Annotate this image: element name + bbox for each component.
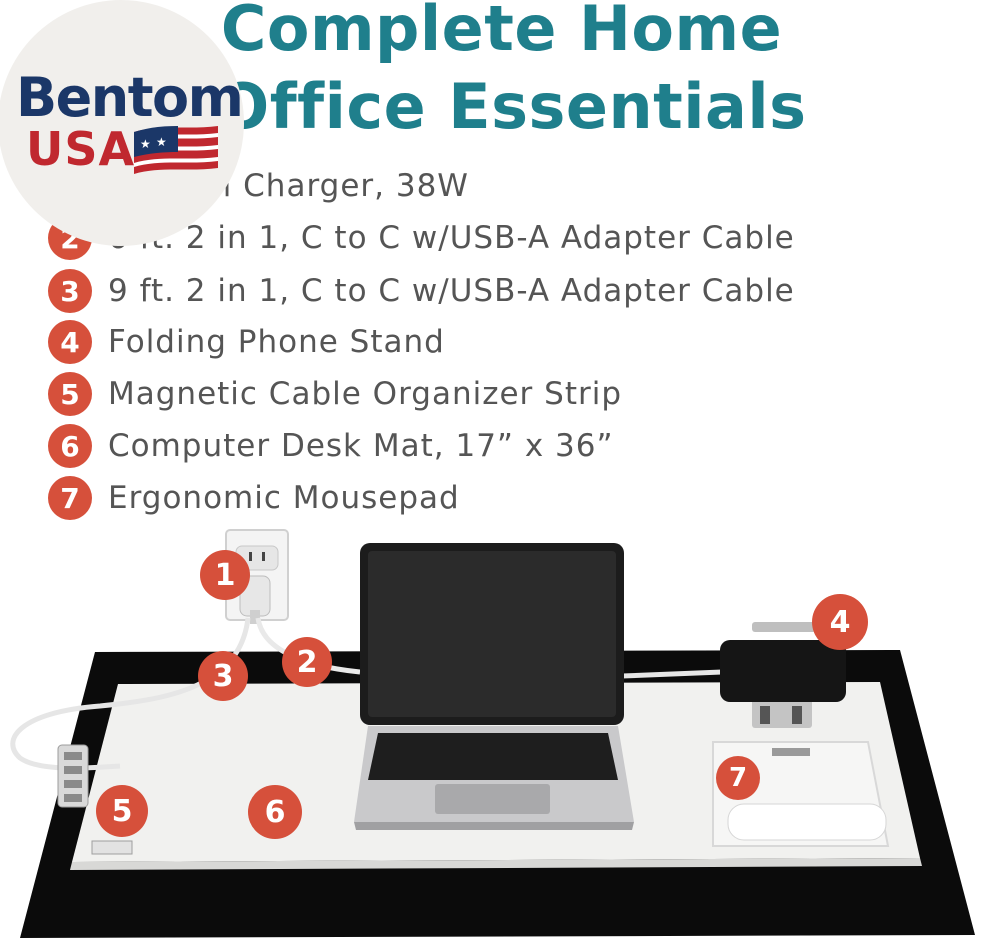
brand-country: USA	[26, 122, 136, 176]
list-item: 6 Computer Desk Mat, 17” x 36”	[48, 420, 868, 472]
wall-charger	[239, 575, 271, 624]
flag-icon: ★ ★	[134, 126, 218, 174]
list-item: 5 Magnetic Cable Organizer Strip	[48, 368, 868, 420]
laptop	[354, 543, 634, 830]
callout-badge-5: 5	[96, 785, 148, 837]
callout-badge-6: 6	[248, 785, 302, 839]
item-number-badge: 5	[48, 372, 92, 416]
list-item: 4 Folding Phone Stand	[48, 316, 868, 368]
callout-badge-2: 2	[282, 637, 332, 687]
item-label: Folding Phone Stand	[108, 324, 445, 360]
item-label: 6 ft. 2 in 1, C to C w/USB-A Adapter Cab…	[108, 220, 795, 256]
callout-badge-4: 4	[812, 594, 868, 650]
cable-phone	[621, 669, 723, 679]
desk-mat-tag	[91, 840, 133, 855]
brand-logo-badge: Bentom USA ★ ★	[0, 0, 244, 246]
brand-name: Bentom	[16, 66, 244, 129]
phone	[720, 640, 846, 702]
callout-badge-1: 1	[200, 550, 250, 600]
item-label: Computer Desk Mat, 17” x 36”	[108, 428, 614, 464]
list-item: 3 9 ft. 2 in 1, C to C w/USB-A Adapter C…	[48, 265, 868, 317]
title-line-2: Office Essentials	[216, 70, 807, 143]
item-label: Ergonomic Mousepad	[108, 480, 460, 516]
svg-text:★: ★	[156, 135, 167, 149]
svg-text:★: ★	[140, 137, 151, 151]
item-label: 9 ft. 2 in 1, C to C w/USB-A Adapter Cab…	[108, 273, 795, 309]
callout-badge-3: 3	[198, 651, 248, 701]
item-number-badge: 4	[48, 320, 92, 364]
cable-organizer-strip	[57, 744, 89, 808]
list-item: 7 Ergonomic Mousepad	[48, 472, 868, 524]
callout-badge-7: 7	[716, 756, 760, 800]
item-number-badge: 7	[48, 476, 92, 520]
phone-stand	[752, 622, 816, 728]
title-line-1: Complete Home	[220, 0, 783, 65]
item-number-badge: 6	[48, 424, 92, 468]
item-number-badge: 3	[48, 269, 92, 313]
item-label: Magnetic Cable Organizer Strip	[108, 376, 623, 412]
